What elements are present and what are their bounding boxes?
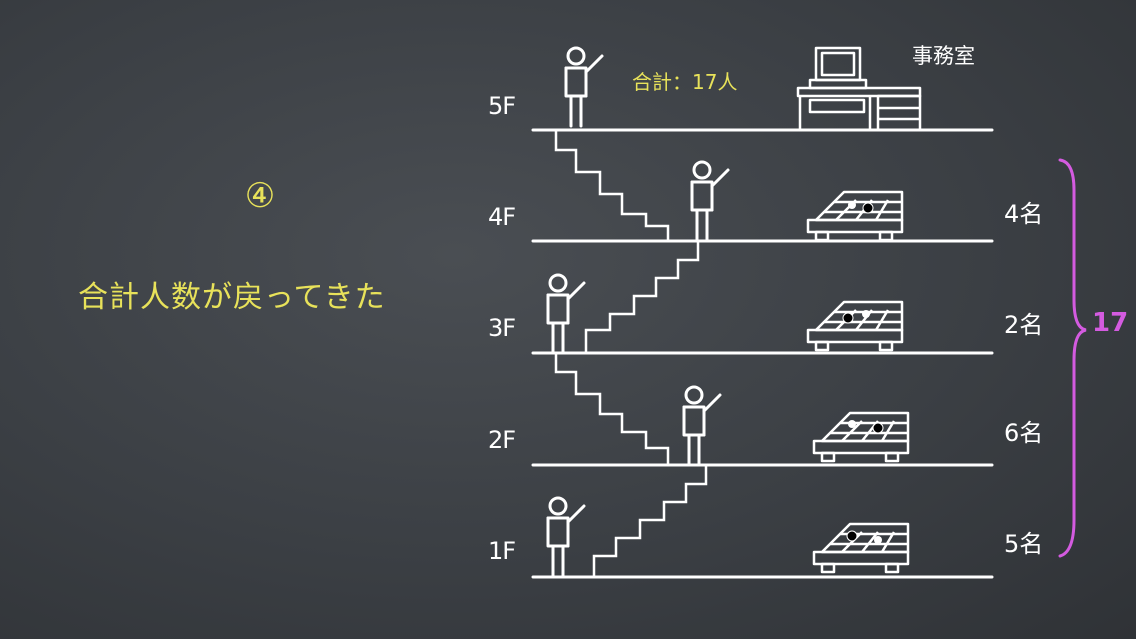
go-table-icon-1f (812, 522, 910, 574)
floor-label-4f: 4F (488, 203, 516, 231)
person-icon-2f (682, 385, 722, 467)
go-table-icon-4f (806, 190, 904, 242)
go-table-icon-2f (812, 411, 910, 463)
person-icon-4f (690, 160, 730, 242)
floor-label-3f: 3F (488, 314, 516, 342)
person-icon-1f (546, 496, 586, 578)
office-label: 事務室 (912, 44, 975, 68)
floor-label-1f: 1F (488, 537, 516, 565)
person-icon-3f (546, 273, 586, 355)
count-4f: 4名 (1004, 200, 1044, 228)
person-icon-5f (564, 46, 604, 128)
step-marker: ④ (244, 176, 276, 216)
stairs-4f-3f (584, 241, 700, 353)
stairs-2f-1f (592, 465, 708, 577)
go-table-icon-3f (806, 300, 904, 352)
floor-label-2f: 2F (488, 426, 516, 454)
stairs-5f-4f (554, 130, 670, 241)
count-2f: 6名 (1004, 419, 1044, 447)
total-label: 合計：17人 (632, 70, 738, 94)
count-3f: 2名 (1004, 311, 1044, 339)
office-desk-icon (796, 46, 922, 132)
total-brace (1058, 158, 1087, 558)
caption-text: 合計人数が戻ってきた (78, 280, 386, 315)
brace-total-label: 17 (1092, 308, 1129, 338)
count-1f: 5名 (1004, 530, 1044, 558)
floor-label-5f: 5F (488, 92, 516, 120)
stairs-3f-2f (554, 353, 670, 465)
